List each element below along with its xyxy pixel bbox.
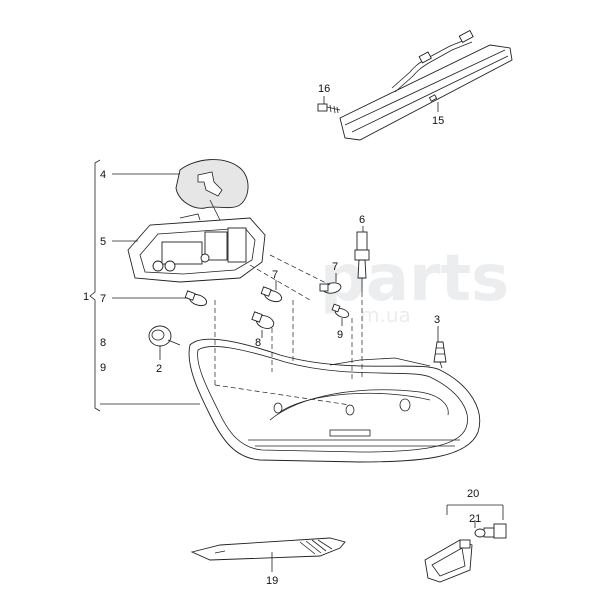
screw-16 [317,103,341,114]
callout-8-middle: 8 [255,337,261,349]
callout-9-middle: 9 [337,329,343,341]
watermark-domain: m.ua [360,303,411,327]
callout-4: 4 [100,169,106,181]
watermark-brand: parts [320,242,509,316]
callout-2: 2 [156,363,162,375]
connector-3 [433,341,447,369]
bulb-holder-21 [474,523,507,539]
bulb-7-middle [260,286,283,303]
callout-16: 16 [318,83,330,95]
bulb-holder-5 [127,213,266,283]
callout-7-left: 7 [100,293,106,305]
callout-8-left: 8 [100,337,106,349]
cap-2 [148,325,181,347]
callout-1: 1 [83,291,89,303]
callout-5: 5 [100,236,106,248]
callout-20: 20 [467,488,479,500]
gasket-4 [175,159,249,231]
callout-15: 15 [432,115,444,127]
callout-7-middle: 7 [272,269,278,281]
tail-light-housing [188,338,481,463]
bulb-7-right [319,282,342,294]
callout-3: 3 [434,314,440,326]
bulb-9 [331,303,350,318]
callout-9-left: 9 [100,362,106,374]
license-plate-light-20 [424,539,473,583]
third-brake-light [339,29,513,141]
callout-19: 19 [266,575,278,587]
callout-7-right: 7 [332,261,338,273]
bulb-socket-6 [354,231,370,292]
callout-6: 6 [359,214,365,226]
callout-21: 21 [469,513,481,525]
bulb-7-left [184,290,208,307]
bulb-8 [251,311,275,329]
trim-strip-19 [190,537,346,561]
